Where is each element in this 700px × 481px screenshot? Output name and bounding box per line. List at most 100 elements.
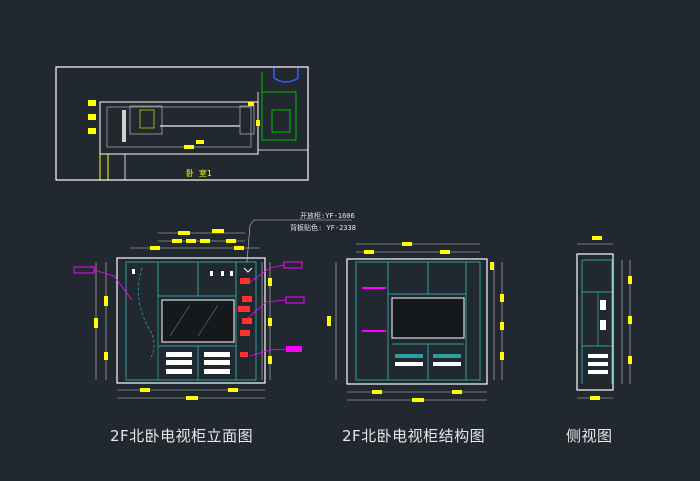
annotation-leader xyxy=(249,219,352,226)
plan-dim-marker xyxy=(248,102,254,106)
dim-marker xyxy=(440,250,450,254)
dim-marker xyxy=(628,316,632,324)
elevation-hatch xyxy=(238,306,250,312)
structure-view xyxy=(327,242,504,402)
dim-marker xyxy=(590,396,600,400)
structure-drawer xyxy=(433,354,461,358)
dim-marker xyxy=(268,318,272,326)
elevation-hatch xyxy=(240,352,248,357)
dim-marker xyxy=(186,396,198,400)
structure-drawer xyxy=(395,362,423,366)
elevation-hatch xyxy=(242,318,252,324)
elevation-hatch xyxy=(240,278,250,284)
elevation-drawer xyxy=(204,360,230,365)
dim-marker xyxy=(200,239,210,243)
dim-marker xyxy=(178,231,190,235)
plan-outer-wall xyxy=(55,66,309,181)
dim-marker xyxy=(150,246,160,250)
plan-dim-marker xyxy=(88,100,96,106)
callout-tag xyxy=(73,266,95,274)
dim-marker xyxy=(327,316,331,326)
plan-dim-marker xyxy=(196,140,204,144)
dim-marker xyxy=(268,278,272,286)
callout-leader xyxy=(249,348,287,357)
elevation-view: 开放柜:YF-1606 背板贴色: YF-2338 xyxy=(73,211,356,400)
structure-wall-frame xyxy=(346,258,488,385)
structure-cabinet-frame xyxy=(355,261,481,381)
side-drawer xyxy=(588,370,608,374)
callout-tag xyxy=(283,261,303,269)
plan-room-label: 卧 室1 xyxy=(186,168,212,178)
dim-marker xyxy=(186,239,196,243)
elevation-cabinet-frame xyxy=(125,261,257,381)
dim-marker xyxy=(490,262,494,270)
annotation-leader xyxy=(246,224,251,263)
structure-drawer xyxy=(433,362,461,366)
dim-marker xyxy=(628,356,632,364)
floor-plan: 卧 室1 xyxy=(55,66,309,181)
dim-marker xyxy=(628,276,632,284)
plan-dim-marker xyxy=(88,114,96,120)
elevation-marker xyxy=(243,267,253,273)
side-wall-frame xyxy=(576,253,614,391)
elevation-hatch xyxy=(240,330,250,336)
dim-marker xyxy=(226,239,236,243)
dim-marker xyxy=(402,242,412,246)
side-view xyxy=(576,236,632,400)
elevation-drawer xyxy=(166,360,192,365)
dim-marker xyxy=(228,388,238,392)
callout-leader xyxy=(247,299,287,319)
dim-marker xyxy=(140,388,150,392)
plan-green-fixture xyxy=(271,109,291,133)
elevation-drawer xyxy=(204,352,230,357)
structure-drawer xyxy=(395,354,423,358)
dim-marker xyxy=(212,229,224,233)
dim-marker xyxy=(412,398,424,402)
callout-tag xyxy=(286,346,302,352)
elevation-caption: 2F北卧电视柜立面图 xyxy=(110,427,254,445)
dim-marker xyxy=(500,322,504,330)
plan-inner-wall xyxy=(106,106,252,148)
callout-leader xyxy=(249,264,285,283)
elevation-dashed-arc xyxy=(138,267,155,361)
structure-caption: 2F北卧电视柜结构图 xyxy=(342,427,486,445)
dim-marker xyxy=(104,352,108,360)
elevation-drawer xyxy=(166,369,192,374)
elevation-detail xyxy=(230,271,233,276)
dim-marker xyxy=(500,294,504,302)
plan-cabinet-detail xyxy=(139,109,155,129)
plan-dim-marker xyxy=(88,128,96,134)
callout-tag xyxy=(285,296,305,304)
plan-dim-marker xyxy=(184,145,194,149)
dim-marker xyxy=(500,352,504,360)
dim-marker xyxy=(234,246,244,250)
callout-leader xyxy=(93,269,133,301)
dim-marker xyxy=(268,356,272,364)
side-drawer xyxy=(588,362,608,366)
plan-green-wall xyxy=(261,91,297,141)
dim-marker xyxy=(104,296,108,306)
plan-pillar xyxy=(122,110,126,142)
annotation-text-line2: 背板贴色: YF-2338 xyxy=(290,223,356,232)
dim-marker xyxy=(592,236,602,240)
annotation-text-line1: 开放柜:YF-1606 xyxy=(300,211,355,220)
elevation-hatch xyxy=(242,296,252,302)
elevation-wall-frame xyxy=(116,257,266,384)
plan-dim-marker xyxy=(256,120,260,126)
dim-marker xyxy=(452,390,462,394)
elevation-detail xyxy=(221,271,224,276)
side-drawer xyxy=(588,354,608,358)
elevation-detail xyxy=(132,269,135,274)
elevation-drawer xyxy=(204,369,230,374)
plan-blue-arc xyxy=(273,68,299,83)
plan-tv-cabinet xyxy=(129,105,163,135)
plan-door xyxy=(239,105,255,135)
elevation-detail xyxy=(210,271,213,276)
structure-tv-screen xyxy=(391,297,465,339)
dim-marker xyxy=(364,250,374,254)
dim-marker xyxy=(172,239,182,243)
dim-marker xyxy=(372,390,382,394)
elevation-drawer xyxy=(166,352,192,357)
side-view-caption: 侧视图 xyxy=(566,427,613,445)
